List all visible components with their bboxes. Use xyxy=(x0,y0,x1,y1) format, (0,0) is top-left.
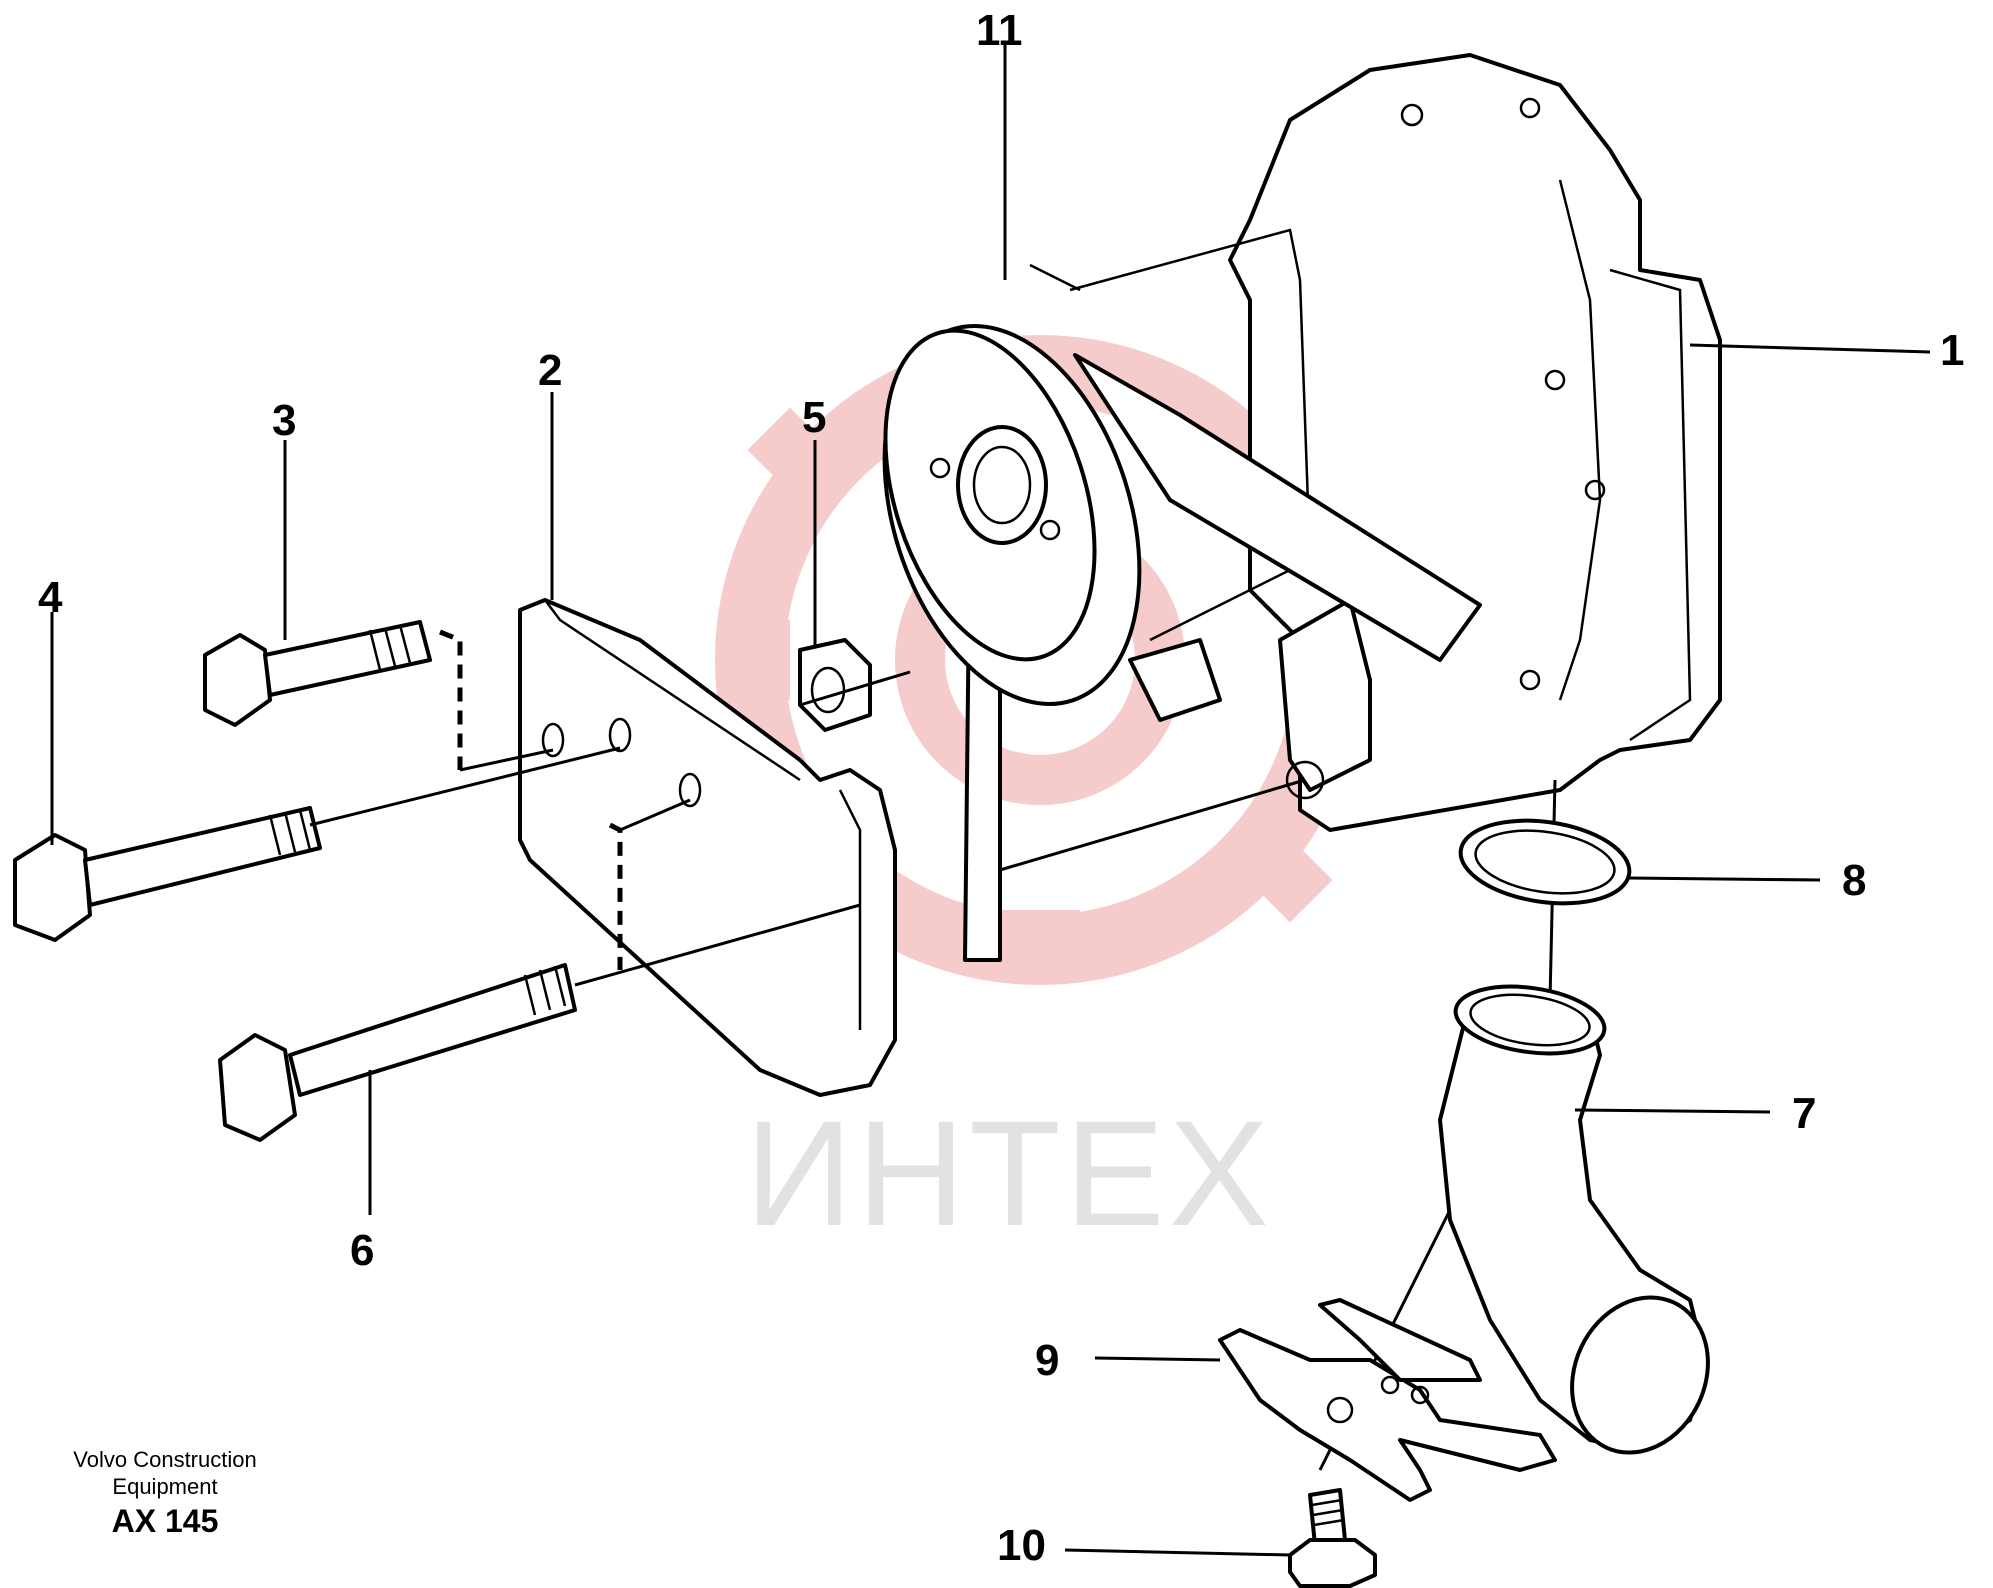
callout-6: 6 xyxy=(350,1226,374,1275)
leader-lines xyxy=(50,45,1931,1557)
part-6-bolt xyxy=(218,963,577,1142)
part-5-nut xyxy=(798,638,872,732)
part-4-bolt xyxy=(13,806,322,942)
callout-7: 7 xyxy=(1792,1089,1816,1138)
part-9-flange-clamp xyxy=(1218,1298,1557,1502)
callout-2: 2 xyxy=(538,346,562,395)
manufacturer-caption: Volvo Construction Equipment AX 145 xyxy=(40,1446,290,1542)
manufacturer-name-line2: Equipment xyxy=(112,1474,218,1499)
part-10-bolt xyxy=(1288,1488,1377,1588)
part-7-elbow-pipe xyxy=(1438,984,1710,1455)
alignment-dashes-upper xyxy=(439,629,463,770)
callout-3: 3 xyxy=(272,396,296,445)
callout-9: 9 xyxy=(1035,1336,1059,1385)
part-11-pulley-belt xyxy=(882,263,1482,962)
callout-11: 11 xyxy=(976,6,1023,55)
callout-5: 5 xyxy=(802,393,826,442)
callout-10: 10 xyxy=(997,1521,1046,1570)
manufacturer-name-line1: Volvo Construction xyxy=(73,1447,257,1472)
watermark-text: ИНТЕХ xyxy=(745,1089,1273,1257)
callout-1: 1 xyxy=(1940,326,1964,375)
callout-4: 4 xyxy=(38,573,63,622)
part-2-bracket xyxy=(518,598,897,1097)
part-3-bolt xyxy=(203,620,432,727)
callout-8: 8 xyxy=(1842,856,1866,905)
part-1-housing xyxy=(1069,53,1722,832)
part-8-o-ring xyxy=(1458,818,1632,906)
model-code: AX 145 xyxy=(111,1503,219,1539)
callout-labels: 1 2 3 4 5 6 7 8 9 10 11 xyxy=(38,6,1964,1570)
